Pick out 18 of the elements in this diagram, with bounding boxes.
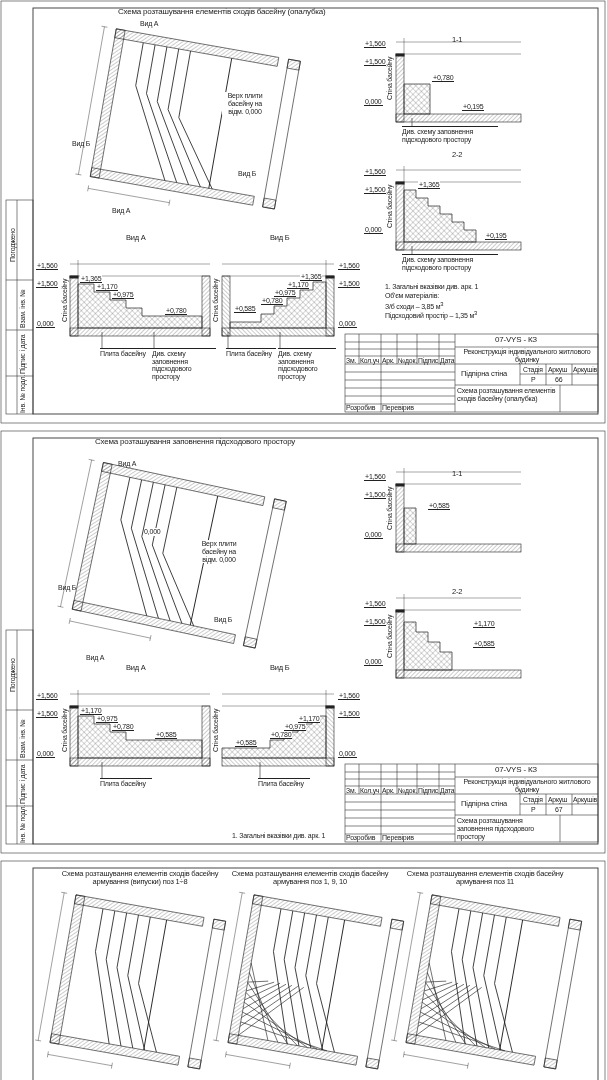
drawing-title: Схема розташування заповнення підсходового простору [95,438,296,447]
pool-section-drawing [69,689,211,767]
pool-section-drawing [395,37,522,123]
pool-section-drawing [221,259,335,337]
leader-line [153,331,155,349]
leader-line [411,117,413,127]
pool-section-drawing [69,259,211,337]
leader-line [227,331,229,349]
leader-line [101,761,103,779]
leader-line [411,245,413,255]
pool-section-drawing [395,165,522,251]
drawing-title: Схема розташування елементів сходів басейну (опалубка) [118,8,326,17]
title-block-text: 07-VYS - КЗ [495,336,537,345]
pool-section-drawing [221,689,335,767]
leader-line [279,331,281,349]
title-block-text: 07-VYS - КЗ [495,766,537,775]
leader-line [259,761,261,779]
leader-line [101,331,103,349]
